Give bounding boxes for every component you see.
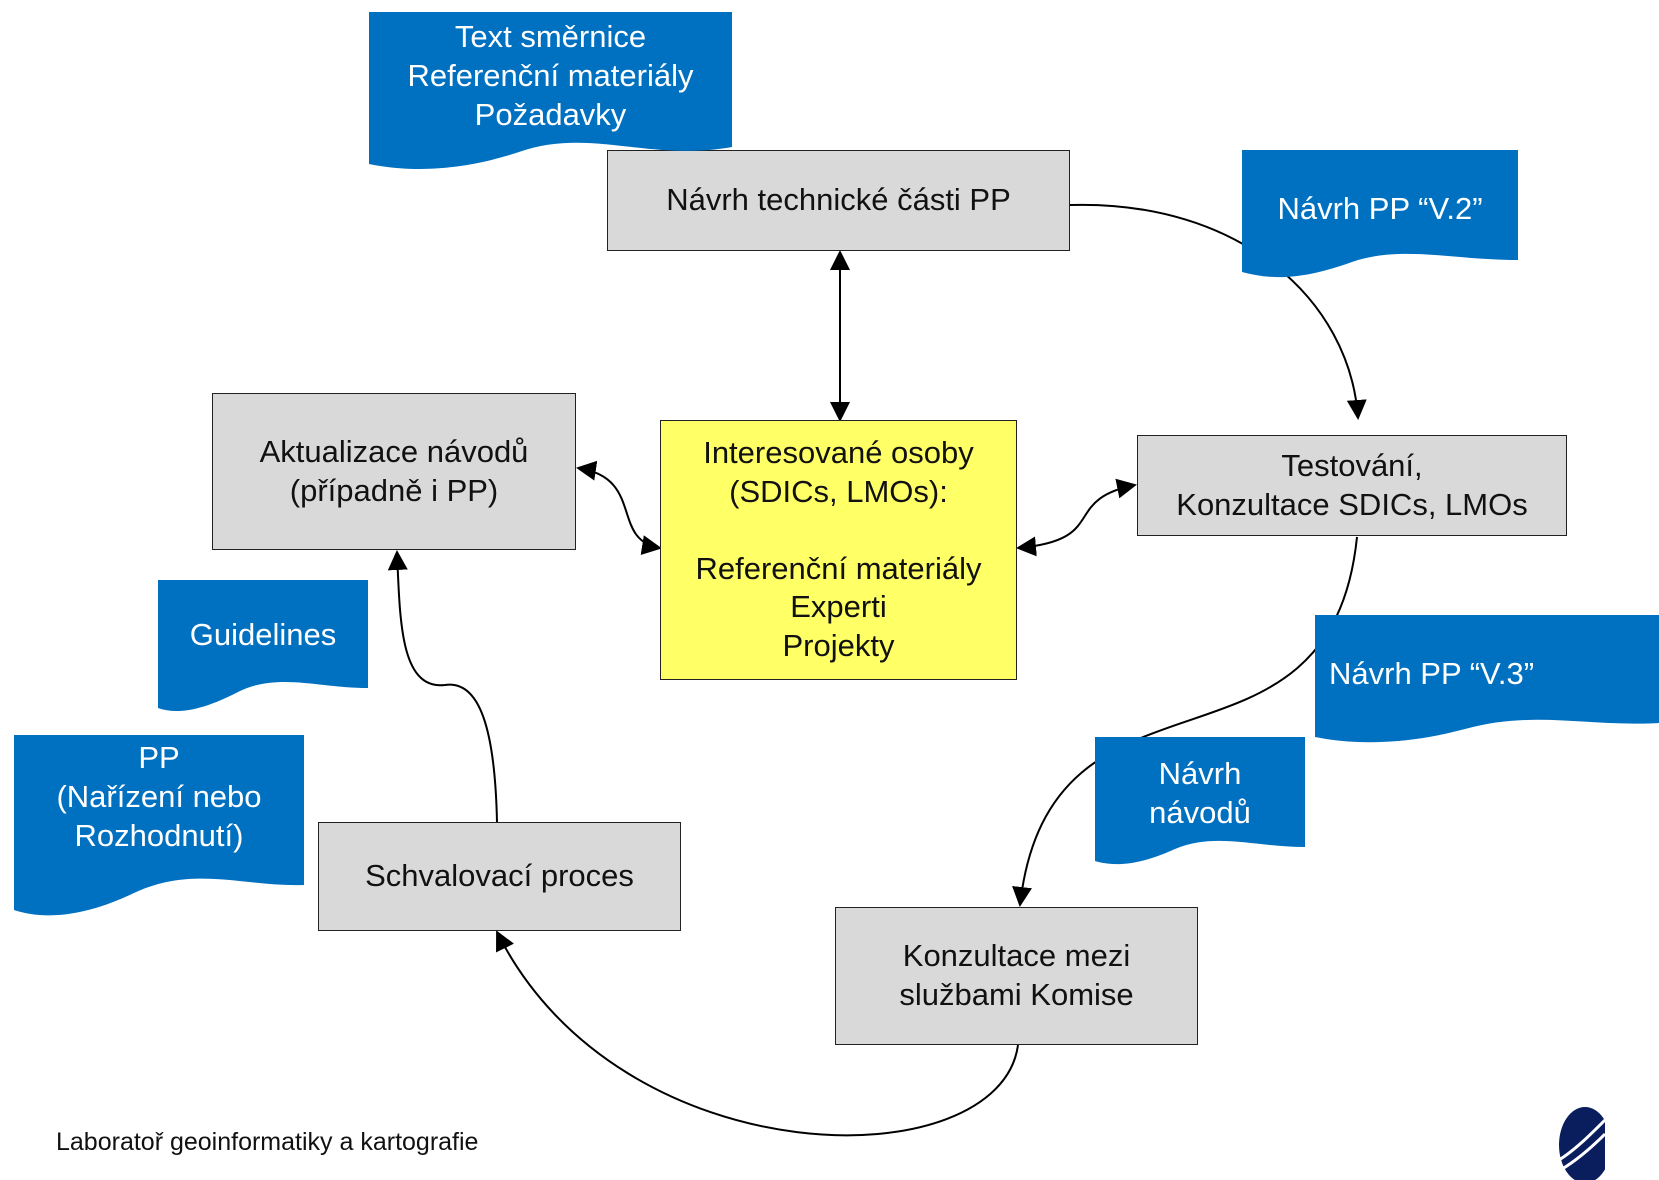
node-konzultace: Konzultace mezi službami Komise (835, 907, 1198, 1045)
doc-pp-narizeni-line-3: Rozhodnutí) (74, 817, 244, 853)
arrow-schvalovaci-to-aktualizace (387, 550, 498, 823)
doc-navrh-navodu: Návrh návodů (1095, 737, 1305, 867)
node-aktualizace-line-2: (případně i PP) (289, 472, 499, 508)
doc-navrh-v3-label: Návrh PP “V.3” (1329, 656, 1535, 691)
node-schvalovaci-label: Schvalovací proces (365, 858, 634, 894)
arrow-aktualizace-interesovane (576, 460, 662, 556)
doc-text-smernice-line-1: Text směrnice (454, 19, 647, 54)
doc-navrh-v2-label: Návrh PP “V.2” (1277, 191, 1483, 226)
node-navrh-technicke-label: Návrh technické části PP (666, 182, 1011, 218)
node-interesovane-line-4: Referenční materiály (695, 550, 982, 586)
arrow-konzultace-to-schvalovaci (496, 930, 1019, 1137)
node-interesovane-osoby: Interesované osoby (SDICs, LMOs): Refere… (660, 420, 1017, 680)
doc-navrh-navodu-line-1: Návrh (1158, 756, 1242, 791)
node-aktualizace-line-1: Aktualizace návodů (259, 433, 529, 469)
node-aktualizace: Aktualizace návodů (případně i PP) (212, 393, 576, 550)
node-konzultace-line-1: Konzultace mezi (902, 938, 1131, 974)
node-interesovane-line-1: Interesované osoby (703, 435, 974, 471)
doc-navrh-v2: Návrh PP “V.2” (1242, 150, 1518, 280)
doc-pp-narizeni: PP (Nařízení nebo Rozhodnutí) (14, 735, 304, 920)
node-konzultace-line-2: službami Komise (899, 977, 1134, 1012)
doc-pp-narizeni-shape (14, 735, 304, 916)
node-interesovane-line-5: Experti (790, 589, 887, 625)
footer-text: Laboratoř geoinformatiky a kartografie (56, 1128, 479, 1156)
doc-text-smernice-line-2: Referenční materiály (407, 57, 694, 93)
doc-guidelines-label: Guidelines (189, 617, 337, 652)
doc-navrh-v3-shape (1315, 615, 1659, 743)
node-testovani-line-1: Testování, (1281, 447, 1423, 483)
doc-navrh-v2-shape (1242, 150, 1518, 278)
doc-text-smernice: Text směrnice Referenční materiály Požad… (369, 12, 732, 172)
doc-pp-narizeni-line-2: (Nařízení nebo (56, 778, 262, 814)
arrow-testovani-interesovane (1016, 478, 1137, 557)
doc-guidelines-shape (158, 580, 368, 712)
doc-navrh-navodu-shape (1095, 737, 1305, 865)
node-navrh-technicke: Návrh technické části PP (607, 150, 1070, 251)
node-schvalovaci: Schvalovací proces (318, 822, 681, 931)
node-interesovane-line-2: (SDICs, LMOs): (729, 473, 948, 509)
node-interesovane-line-6: Projekty (782, 628, 895, 664)
doc-navrh-v3: Návrh PP “V.3” (1315, 615, 1659, 745)
doc-navrh-navodu-line-2: návodů (1149, 794, 1251, 830)
doc-text-smernice-shape (369, 12, 732, 169)
node-testovani-line-2: Konzultace SDICs, LMOs (1176, 486, 1528, 522)
node-testovani: Testování, Konzultace SDICs, LMOs (1137, 435, 1567, 536)
doc-guidelines: Guidelines (158, 580, 368, 715)
lab-logo-icon (1556, 1107, 1605, 1180)
doc-text-smernice-line-3: Požadavky (474, 96, 627, 132)
doc-pp-narizeni-line-1: PP (138, 740, 180, 775)
